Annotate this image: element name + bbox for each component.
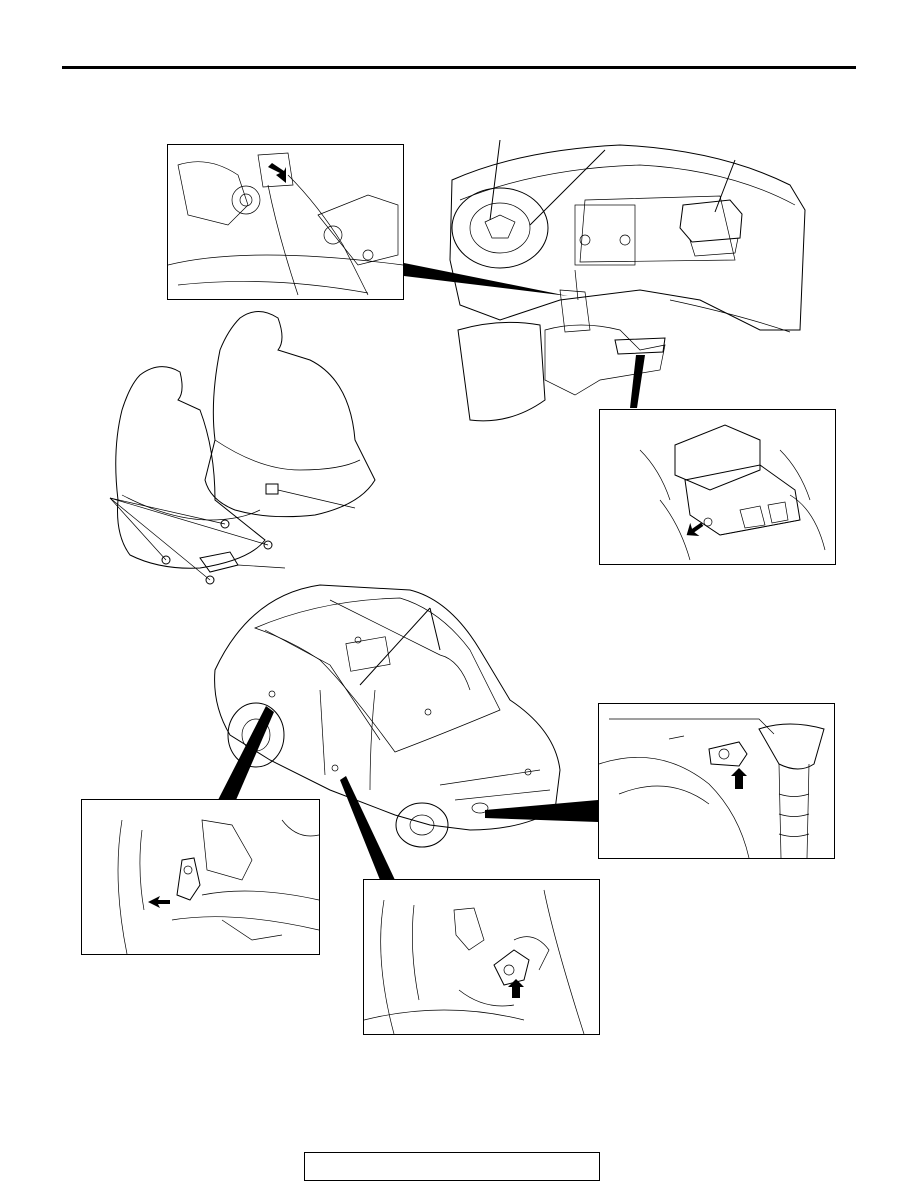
arrow-icon xyxy=(731,768,747,789)
inset-control-unit xyxy=(599,409,836,565)
seat-icon xyxy=(109,311,376,585)
callout-wedge xyxy=(340,776,395,880)
inset-steering-connector xyxy=(167,144,404,300)
sensor-icon xyxy=(364,889,585,1034)
inset-front-side-sensor xyxy=(363,879,600,1035)
arrow-icon xyxy=(508,979,524,998)
callout-wedge xyxy=(218,706,274,800)
callout-wedge xyxy=(485,800,598,822)
page-footer-box xyxy=(304,1152,600,1181)
header-rule xyxy=(62,66,856,69)
dashboard-icon xyxy=(449,139,806,422)
callout-wedge xyxy=(630,355,645,408)
sensor-icon xyxy=(599,718,825,858)
vehicle-icon xyxy=(214,584,561,848)
control-unit-icon xyxy=(639,424,826,561)
sensor-icon xyxy=(117,819,319,954)
arrow-icon xyxy=(148,896,170,908)
callout-wedge xyxy=(404,263,568,296)
inset-rear-side-sensor xyxy=(81,799,320,955)
inset-front-sensor xyxy=(598,703,835,859)
arrow-icon xyxy=(686,522,704,536)
arrow-icon xyxy=(268,163,286,183)
sensor-icon xyxy=(168,152,403,296)
